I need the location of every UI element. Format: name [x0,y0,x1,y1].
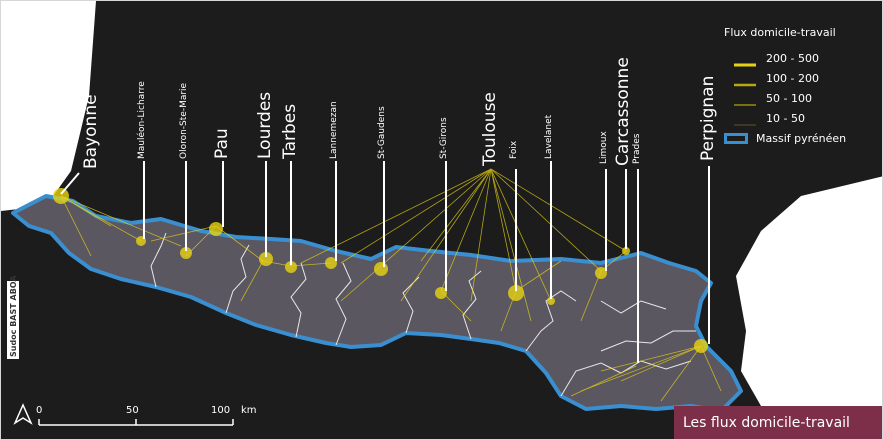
commute-flows [60,168,722,402]
city-label-lavelanet: Lavelanet [544,114,554,159]
city-label-stgaudens: St-Gaudens [377,106,387,159]
label-leader-lines [60,161,710,363]
city-label-perpignan: Perpignan [698,75,718,161]
legend-item: 10 - 50 [724,108,846,128]
city-label-stgirons: St-Girons [439,117,449,159]
legend-item-label: 100 - 200 [766,71,819,85]
legend-item-massif: Massif pyrénéen [724,128,846,148]
city-label-pau: Pau [212,128,232,159]
massif-region [11,194,743,413]
atlantic-ocean [1,1,96,211]
legend-massif-label: Massif pyrénéen [756,131,847,145]
city-label-prades: Prades [632,133,642,164]
city-label-lannemezan: Lannemezan [329,101,339,159]
legend-item-label: 10 - 50 [766,111,805,125]
city-label-limoux: Limoux [599,131,609,164]
legend-swatches [734,63,756,126]
city-label-toulouse: Toulouse [480,92,500,166]
city-label-foix: Foix [509,140,519,159]
north-arrow-icon [13,403,33,425]
city-label-tarbes: Tarbes [280,103,300,159]
flow-hubs [53,188,708,353]
map-legend: Flux domicile-travail 200 - 500 100 - 20… [724,26,846,148]
city-label-lourdes: Lourdes [255,91,275,159]
legend-item-label: 50 - 100 [766,91,812,105]
scale-bar [38,419,234,426]
scale-label-100: 100 [211,405,231,416]
map-caption: Les flux domicile-travail [674,406,882,439]
publisher-logo-strip [7,281,19,359]
massif-swatch [724,132,748,144]
publisher-logos: Sudoc BAST ABOA [9,275,18,357]
city-label-oloron: Oloron-Ste-Marie [179,82,189,159]
city-label-carcassonne: Carcassonne [613,57,633,166]
scale-label-0: 0 [36,405,43,416]
legend-item-label: 200 - 500 [766,51,819,65]
legend-item: 200 - 500 [724,48,846,68]
city-label-mauleon: Mauléon-Licharre [137,81,147,159]
legend-item: 100 - 200 [724,68,846,88]
legend-item: 50 - 100 [724,88,846,108]
legend-title: Flux domicile-travail [724,26,836,39]
mediterranean-sea [736,176,882,406]
city-label-bayonne: Bayonne [81,94,101,169]
scale-label-50: 50 [126,405,139,416]
scale-unit: km [241,405,257,416]
